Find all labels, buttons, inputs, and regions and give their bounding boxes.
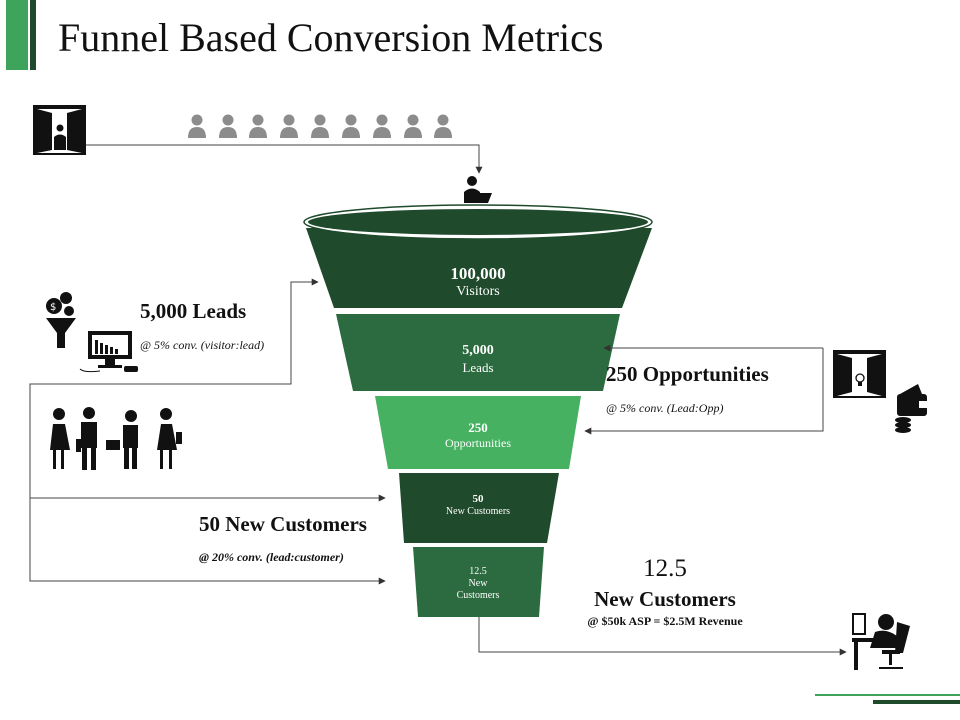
funnel-caption: Opportunities [445,435,511,450]
page-title: Funnel Based Conversion Metrics [58,15,604,60]
funnel-value: 250 [468,420,488,435]
visitor-icon [249,114,267,138]
funnel-segment-leads [336,314,620,391]
opportunities-arrow-lower [584,348,824,435]
business-people-icon [50,407,182,470]
visitor-icon [280,114,298,138]
door-person-icon [33,105,86,155]
result-value: 12.5 [643,555,687,582]
funnel-value: 50 [472,493,484,505]
footer-accent-line [815,694,960,696]
funnel-value: 5,000 [462,343,494,358]
visitor-icon [404,114,422,138]
accent-bar-dark [30,0,36,70]
visitor-icon [434,114,452,138]
result-heading: New Customers [594,587,736,611]
visitor-icon [373,114,391,138]
svg-text:$: $ [50,302,56,313]
funnel-label-visitors: 100,000 Visitors [428,264,528,301]
leads-flow-arrow [29,278,319,498]
leads-subtext: @ 5% conv. (visitor:lead) [140,338,265,352]
money-funnel-icon: $ [46,292,76,348]
desk-worker-icon [852,613,910,670]
result-flow-arrow [478,617,847,656]
funnel-value: 12.5 [469,566,487,577]
funnel-caption: New Customers [456,578,500,601]
new-customers-arrow-2 [29,498,386,585]
footer-accent-bar [873,700,960,704]
funnel-top [308,209,648,235]
result-subtext: @ $50k ASP = $2.5M Revenue [587,614,743,628]
visitor-icon-row [188,114,452,138]
leads-heading: 5,000 Leads [140,299,247,323]
visitor-icon [342,114,360,138]
visitor-flow-arrow [86,144,483,174]
idea-door-icon [833,350,886,398]
laptop-user-icon [464,176,492,203]
accent-bar-light [6,0,28,70]
funnel-segment-opportunities [375,396,581,469]
wallet-coins-icon [895,384,928,433]
opportunities-heading: 250 Opportunities [606,362,769,386]
funnel-label-leads: 5,000 Leads [428,343,528,375]
visitor-icon [219,114,237,138]
funnel-segment-final-customers [413,547,544,617]
funnel-label-opportunities: 250 Opportunities [418,420,538,450]
visitor-icon [188,114,206,138]
visitor-icon [311,114,329,138]
new-customers-heading: 50 New Customers [199,512,367,536]
new-customers-subtext: @ 20% conv. (lead:customer) [199,550,344,564]
funnel-label-new-customers: 50 New Customers [418,493,538,518]
computer-chart-icon [79,331,138,373]
funnel-caption: Leads [462,359,494,375]
funnel-caption: New Customers [445,506,511,518]
funnel-caption: Visitors [456,284,500,300]
funnel [303,204,653,617]
opportunities-subtext: @ 5% conv. (Lead:Opp) [606,401,724,415]
result-block: 12.5 New Customers @ $50k ASP = $2.5M Re… [565,554,765,628]
funnel-label-final-customers: 12.5 New Customers [448,566,508,602]
funnel-value: 100,000 [450,264,506,283]
funnel-segment-new-customers [399,473,559,543]
funnel-segment-visitors [306,228,652,308]
